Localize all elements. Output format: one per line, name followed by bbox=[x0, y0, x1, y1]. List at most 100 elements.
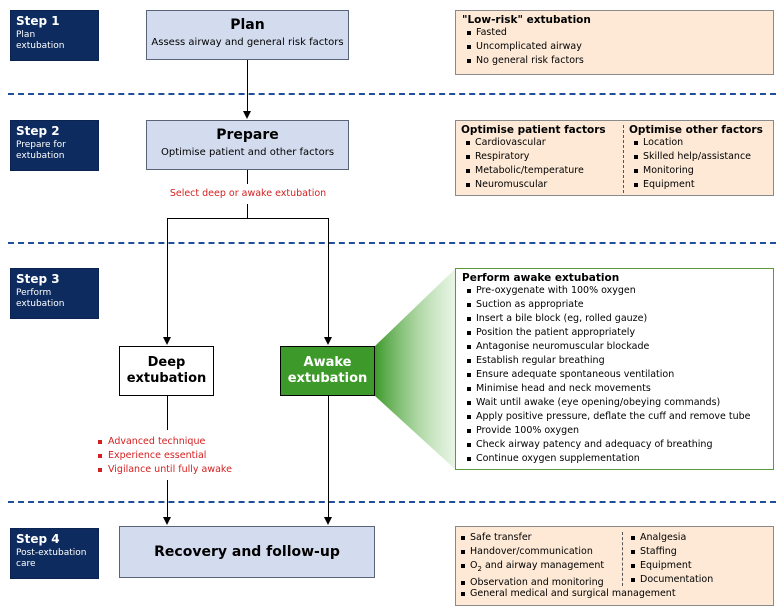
post-care-right-list: Analgesia Staffing Equipment Documentati… bbox=[626, 531, 713, 587]
list-item: Continue oxygen supplementation bbox=[462, 452, 767, 466]
section-divider bbox=[8, 242, 776, 244]
optimise-box: Optimise patient factors Cardiovascular … bbox=[455, 120, 774, 196]
list-item: Minimise head and neck movements bbox=[462, 382, 767, 396]
list-item: Metabolic/temperature bbox=[461, 164, 606, 178]
list-item: Staffing bbox=[626, 545, 713, 559]
optimise-patient-column: Optimise patient factors Cardiovascular … bbox=[461, 124, 606, 192]
optimise-other-list: Location Skilled help/assistance Monitor… bbox=[629, 136, 763, 192]
list-item: Advanced technique bbox=[98, 435, 232, 449]
awake-steps-box: Perform awake extubation Pre-oxygenate w… bbox=[455, 268, 774, 470]
list-item: Respiratory bbox=[461, 150, 606, 164]
list-item: Neuromuscular bbox=[461, 178, 606, 192]
o2-subscript: 2 bbox=[477, 564, 482, 573]
step-description: Perform extubation bbox=[16, 288, 65, 309]
optimise-other-heading: Optimise other factors bbox=[629, 124, 763, 136]
low-risk-box: "Low-risk" extubation Fasted Uncomplicat… bbox=[455, 10, 774, 75]
awake-line1: Awake bbox=[303, 355, 352, 370]
step-number: Step 2 bbox=[16, 124, 60, 138]
awake-callout-wedge bbox=[375, 268, 456, 470]
o2-text: O bbox=[470, 560, 478, 571]
list-item: Handover/communication bbox=[456, 545, 604, 559]
list-item: Vigilance until fully awake bbox=[98, 463, 232, 477]
list-item: Suction as appropriate bbox=[462, 298, 767, 312]
plan-subtitle: Assess airway and general risk factors bbox=[151, 37, 344, 48]
prepare-box: Prepare Optimise patient and other facto… bbox=[146, 120, 349, 170]
step-number: Step 1 bbox=[16, 14, 60, 28]
arrow-down-icon bbox=[163, 337, 171, 345]
list-item: Position the patient appropriately bbox=[462, 326, 767, 340]
list-item: Observation and monitoring bbox=[456, 576, 604, 590]
step-4-label: Step 4 Post-extubation care bbox=[10, 528, 99, 579]
list-item: Location bbox=[629, 136, 763, 150]
list-item: Establish regular breathing bbox=[462, 354, 767, 368]
step-number: Step 3 bbox=[16, 272, 60, 286]
column-divider bbox=[623, 125, 624, 193]
o2-rest-text: and airway management bbox=[481, 560, 605, 571]
list-item: General medical and surgical management bbox=[456, 587, 676, 601]
list-item: Insert a bile block (eg, rolled gauze) bbox=[462, 312, 767, 326]
low-risk-list: Fasted Uncomplicated airway No general r… bbox=[462, 26, 767, 68]
list-item: Monitoring bbox=[629, 164, 763, 178]
list-item: Ensure adequate spontaneous ventilation bbox=[462, 368, 767, 382]
list-item: Cardiovascular bbox=[461, 136, 606, 150]
list-item: Uncomplicated airway bbox=[462, 40, 767, 54]
step-description: Plan extubation bbox=[16, 30, 65, 51]
step-number: Step 4 bbox=[16, 532, 60, 546]
list-item: Provide 100% oxygen bbox=[462, 424, 767, 438]
optimise-other-column: Optimise other factors Location Skilled … bbox=[629, 124, 763, 192]
deep-line1: Deep bbox=[147, 355, 186, 370]
recovery-title: Recovery and follow-up bbox=[154, 544, 340, 560]
prepare-subtitle: Optimise patient and other factors bbox=[160, 147, 335, 158]
list-item: Equipment bbox=[626, 559, 713, 573]
connector-line bbox=[247, 170, 248, 184]
deep-notes-list: Advanced technique Experience essential … bbox=[98, 435, 232, 477]
arrow-down-icon bbox=[163, 517, 171, 525]
list-item: Equipment bbox=[629, 178, 763, 192]
list-item-o2: O2 and airway management bbox=[456, 559, 604, 576]
step-3-label: Step 3 Perform extubation bbox=[10, 268, 99, 319]
post-care-bottom-list: General medical and surgical management bbox=[456, 587, 676, 601]
step-description: Post-extubation care bbox=[16, 548, 87, 569]
plan-title: Plan bbox=[230, 17, 265, 33]
list-item: Safe transfer bbox=[456, 531, 604, 545]
arrow-down-icon bbox=[324, 517, 332, 525]
connector-line bbox=[247, 204, 248, 218]
connector-line bbox=[167, 218, 168, 338]
connector-line bbox=[328, 218, 329, 338]
arrow-down-icon bbox=[243, 111, 251, 119]
post-care-left-list: Safe transfer Handover/communication O2 … bbox=[456, 531, 604, 590]
list-item: Pre-oxygenate with 100% oxygen bbox=[462, 284, 767, 298]
deep-extubation-box: Deep extubation bbox=[119, 346, 214, 396]
awake-line2: extubation bbox=[287, 371, 368, 386]
list-item: Wait until awake (eye opening/obeying co… bbox=[462, 396, 767, 410]
list-item: Fasted bbox=[462, 26, 767, 40]
low-risk-heading: "Low-risk" extubation bbox=[462, 14, 591, 26]
section-divider bbox=[8, 93, 776, 95]
step-1-label: Step 1 Plan extubation bbox=[10, 10, 99, 61]
list-item: Analgesia bbox=[626, 531, 713, 545]
recovery-box: Recovery and follow-up bbox=[119, 526, 375, 578]
prepare-title: Prepare bbox=[216, 127, 279, 143]
list-item: Experience essential bbox=[98, 449, 232, 463]
arrow-down-icon bbox=[324, 337, 332, 345]
column-divider bbox=[622, 532, 623, 586]
list-item: Apply positive pressure, deflate the cuf… bbox=[462, 410, 767, 424]
step-description: Prepare for extubation bbox=[16, 140, 66, 161]
post-care-box: Safe transfer Handover/communication O2 … bbox=[455, 526, 774, 606]
step-2-label: Step 2 Prepare for extubation bbox=[10, 120, 99, 171]
deep-line2: extubation bbox=[126, 371, 207, 386]
connector-line bbox=[167, 396, 168, 430]
list-item: Skilled help/assistance bbox=[629, 150, 763, 164]
select-label: Select deep or awake extubation bbox=[169, 188, 327, 199]
list-item: Antagonise neuromuscular blockade bbox=[462, 340, 767, 354]
connector-line bbox=[328, 396, 329, 518]
section-divider bbox=[8, 501, 776, 503]
list-item: No general risk factors bbox=[462, 54, 767, 68]
plan-box: Plan Assess airway and general risk fact… bbox=[146, 10, 349, 60]
list-item: Documentation bbox=[626, 573, 713, 587]
optimise-patient-heading: Optimise patient factors bbox=[461, 124, 606, 136]
list-item: Check airway patency and adequacy of bre… bbox=[462, 438, 767, 452]
optimise-patient-list: Cardiovascular Respiratory Metabolic/tem… bbox=[461, 136, 606, 192]
awake-extubation-box: Awake extubation bbox=[280, 346, 375, 396]
awake-steps-heading: Perform awake extubation bbox=[462, 272, 620, 284]
